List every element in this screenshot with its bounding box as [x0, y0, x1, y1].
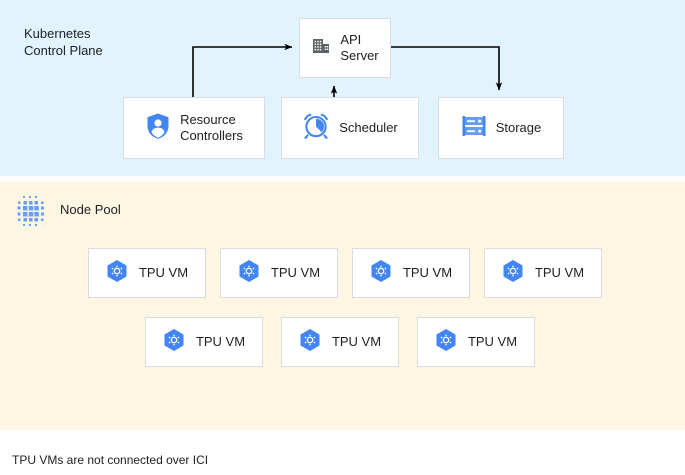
- tpu-vm-node[interactable]: TPU VM: [281, 317, 399, 367]
- control-plane-title: Kubernetes Control Plane: [24, 26, 103, 58]
- storage-node[interactable]: Storage: [438, 97, 564, 159]
- node-pool-panel: [0, 182, 685, 430]
- building-icon: [311, 36, 331, 61]
- dot-matrix-icon: [12, 192, 52, 232]
- database-stack-icon: [461, 113, 487, 144]
- tpu-vm-node[interactable]: TPU VM: [484, 248, 602, 298]
- resource-controllers-label: Resource Controllers: [180, 112, 243, 143]
- tpu-vm-label: TPU VM: [467, 334, 518, 349]
- alarm-clock-icon: [302, 112, 330, 145]
- tpu-vm-label: TPU VM: [534, 265, 585, 280]
- shield-person-icon: [145, 112, 171, 145]
- api-server-node[interactable]: API Server: [299, 18, 391, 78]
- scheduler-label: Scheduler: [339, 120, 398, 135]
- resource-controllers-node[interactable]: Resource Controllers: [123, 97, 265, 159]
- tpu-vm-node[interactable]: TPU VM: [220, 248, 338, 298]
- tpu-hex-icon: [370, 259, 392, 288]
- tpu-vm-node[interactable]: TPU VM: [88, 248, 206, 298]
- tpu-hex-icon: [299, 328, 321, 357]
- diagram-caption: TPU VMs are not connected over ICI: [12, 453, 209, 467]
- tpu-hex-icon: [502, 259, 524, 288]
- tpu-vm-node[interactable]: TPU VM: [352, 248, 470, 298]
- tpu-hex-icon: [163, 328, 185, 357]
- api-server-label: API Server: [340, 32, 379, 63]
- tpu-vm-label: TPU VM: [270, 265, 321, 280]
- tpu-vm-label: TPU VM: [331, 334, 382, 349]
- scheduler-node[interactable]: Scheduler: [281, 97, 419, 159]
- tpu-vm-node[interactable]: TPU VM: [145, 317, 263, 367]
- tpu-hex-icon: [238, 259, 260, 288]
- storage-label: Storage: [495, 120, 542, 135]
- tpu-vm-label: TPU VM: [138, 265, 189, 280]
- tpu-hex-icon: [435, 328, 457, 357]
- tpu-vm-label: TPU VM: [195, 334, 246, 349]
- tpu-vm-label: TPU VM: [402, 265, 453, 280]
- tpu-vm-node[interactable]: TPU VM: [417, 317, 535, 367]
- tpu-hex-icon: [106, 259, 128, 288]
- node-pool-title: Node Pool: [60, 202, 121, 217]
